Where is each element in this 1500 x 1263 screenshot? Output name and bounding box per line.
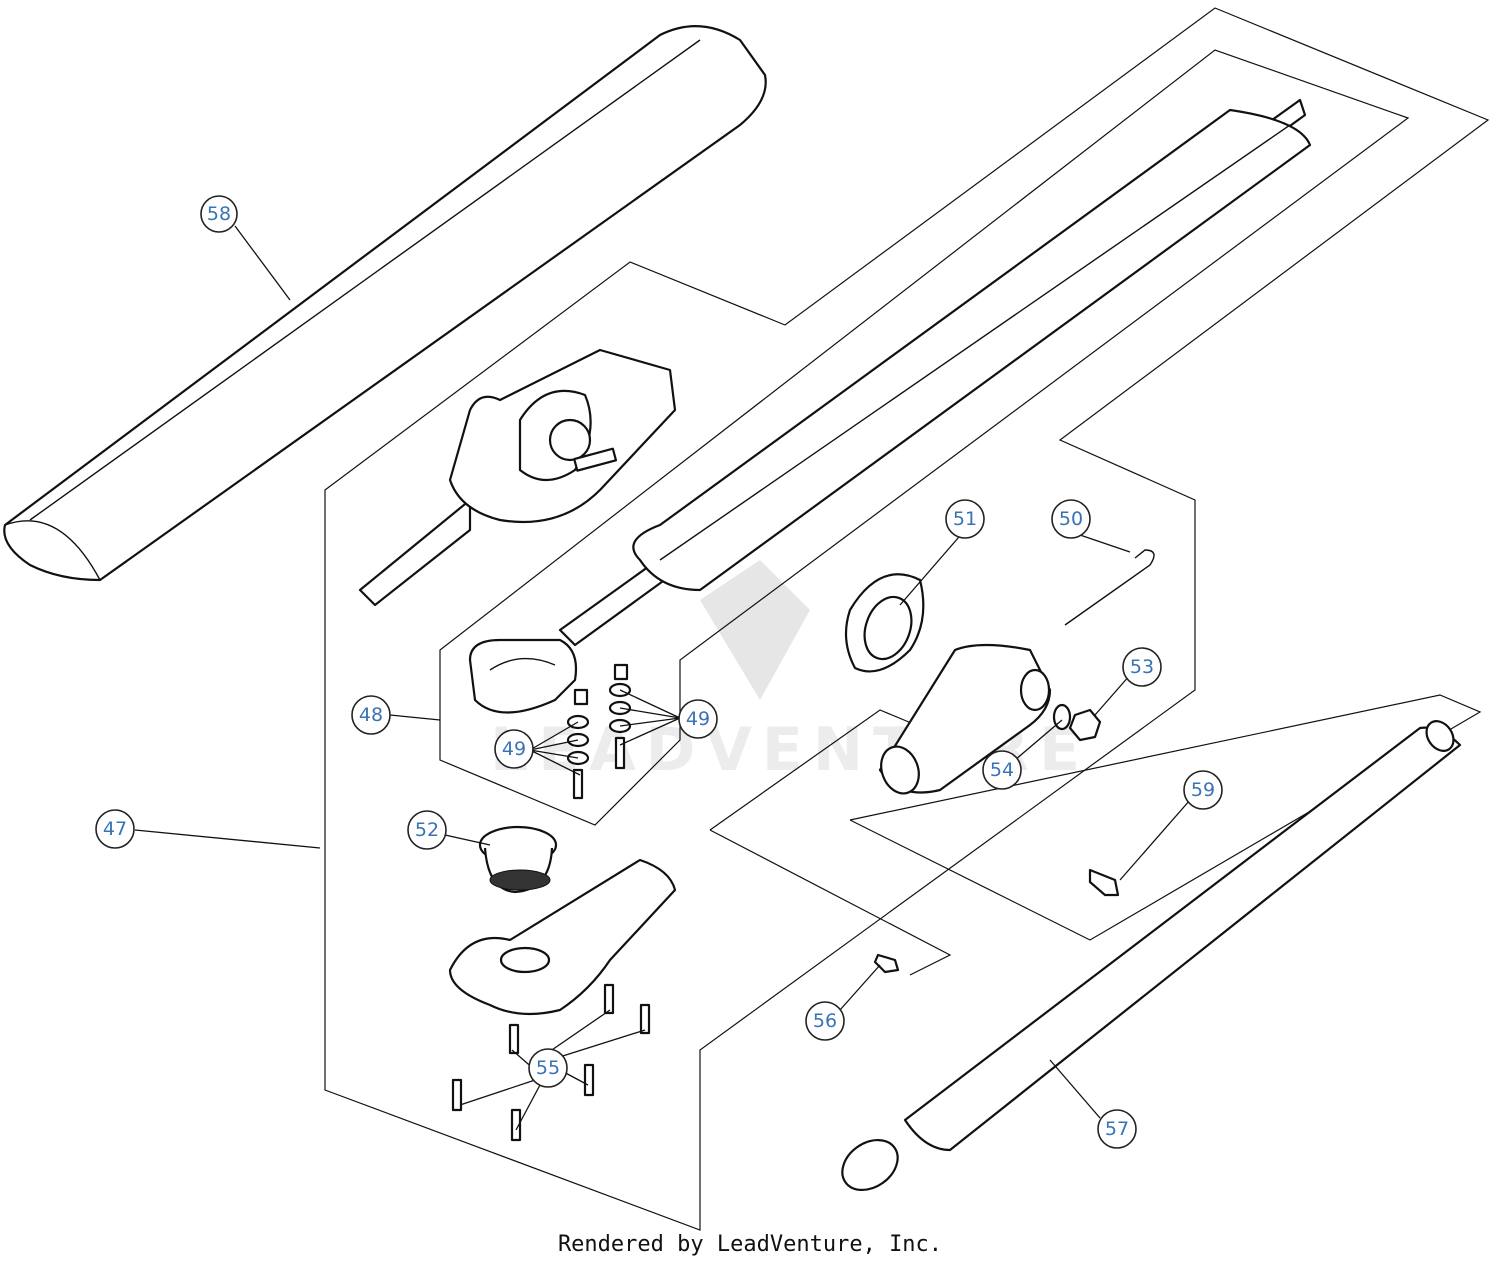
extension-tube — [841, 720, 1462, 1192]
svg-text:48: 48 — [359, 704, 383, 726]
cutter-blade — [468, 98, 1312, 714]
callout-52: 52 — [407, 810, 447, 850]
outline-assembly-47 — [324, 7, 1490, 1231]
callout-53: 53 — [1122, 647, 1162, 687]
gear-cover-plate — [448, 858, 677, 1016]
callout-49-left: 49 — [494, 729, 534, 769]
outline-assembly-48 — [439, 49, 1410, 826]
nut — [1068, 708, 1102, 742]
locking-rod — [1064, 549, 1155, 626]
bolt-59 — [1088, 868, 1120, 897]
shim-ring — [844, 573, 925, 673]
callout-51: 51 — [945, 499, 985, 539]
screw-56 — [873, 953, 900, 974]
svg-text:47: 47 — [103, 818, 127, 840]
svg-text:53: 53 — [1130, 656, 1154, 678]
callout-49-right: 49 — [678, 699, 718, 739]
blade-sheath — [3, 25, 767, 582]
screws-55 — [451, 983, 651, 1142]
svg-text:59: 59 — [1191, 779, 1215, 801]
svg-text:57: 57 — [1105, 1118, 1129, 1140]
svg-text:49: 49 — [502, 738, 526, 760]
callout-50: 50 — [1051, 499, 1091, 539]
callout-58: 58 — [200, 195, 238, 233]
callout-54: 54 — [982, 750, 1022, 790]
callout-47: 47 — [95, 809, 135, 849]
callout-59: 59 — [1183, 770, 1223, 810]
clamp-housing — [878, 643, 1052, 795]
svg-text:51: 51 — [953, 508, 977, 530]
svg-text:52: 52 — [415, 819, 439, 841]
outline-pole-group — [849, 694, 1482, 941]
callout-57: 57 — [1097, 1109, 1137, 1149]
svg-text:54: 54 — [990, 759, 1014, 781]
svg-text:56: 56 — [813, 1010, 837, 1032]
render-credit: Rendered by LeadVenture, Inc. — [557, 1232, 943, 1257]
drive-gear — [478, 825, 558, 894]
svg-text:58: 58 — [207, 203, 231, 225]
svg-text:49: 49 — [686, 708, 710, 730]
callout-55: 55 — [528, 1048, 568, 1088]
callout-48: 48 — [351, 695, 391, 735]
svg-text:55: 55 — [536, 1057, 560, 1079]
callout-56: 56 — [805, 1001, 845, 1041]
svg-text:50: 50 — [1059, 508, 1083, 530]
gearbox-head — [358, 348, 677, 607]
leader-lines — [134, 225, 1191, 1131]
